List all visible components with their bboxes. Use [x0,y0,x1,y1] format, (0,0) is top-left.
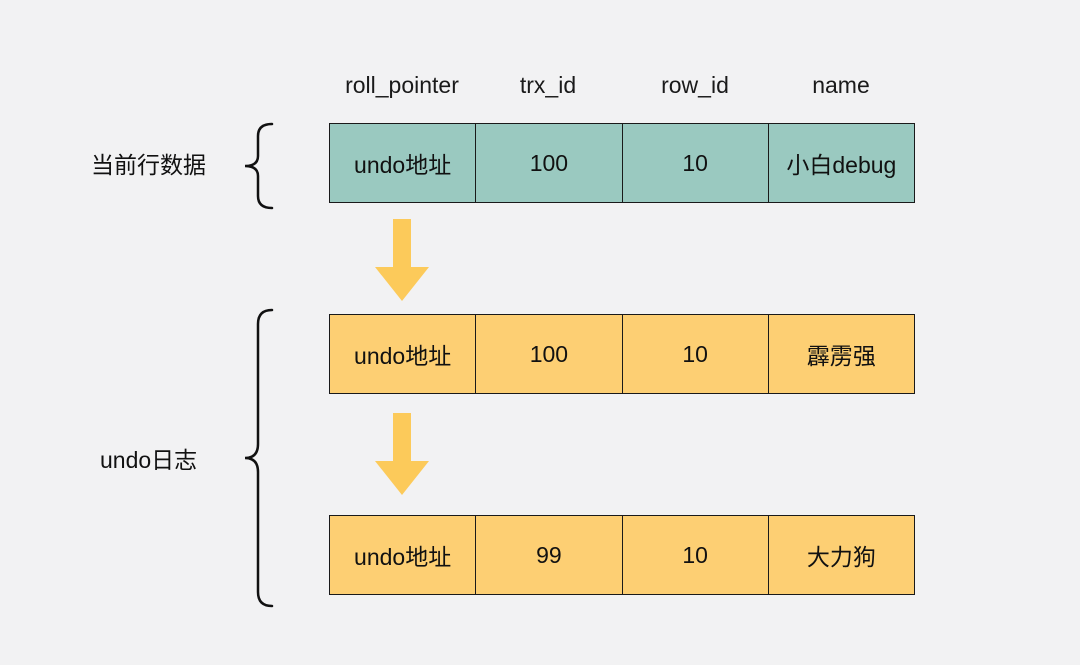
undo-log-label: undo日志 [100,447,198,473]
down-arrow-icon [375,219,429,301]
column-header-row-id: row_id [661,72,729,98]
cell-name: 霹雳强 [806,343,876,369]
column-header-trx-id: trx_id [519,72,577,98]
cell-roll-pointer: undo地址 [330,315,477,393]
cell-row-id: 10 [623,124,769,202]
column-header-name: name [812,72,870,98]
cell-row-id: 10 [623,315,769,393]
cell-name: 小白debug [786,152,897,178]
cell-roll-pointer: undo地址 [330,124,477,202]
column-header-roll-pointer: roll_pointer [345,72,459,98]
undo-row-1: undo地址 100 10 霹雳强 [329,314,915,394]
undo-log-brace [244,308,274,608]
current-row-label: 当前行数据 [91,152,206,178]
current-row: undo地址 100 10 小白debug [329,123,915,203]
cell-trx-id: 100 [476,315,623,393]
cell-trx-id: 99 [476,516,623,594]
current-row-brace [244,122,274,210]
cell-trx-id: 100 [476,124,623,202]
down-arrow-icon [375,413,429,495]
cell-row-id: 10 [623,516,769,594]
undo-row-2: undo地址 99 10 大力狗 [329,515,915,595]
cell-name: 大力狗 [806,544,876,570]
cell-roll-pointer: undo地址 [330,516,477,594]
